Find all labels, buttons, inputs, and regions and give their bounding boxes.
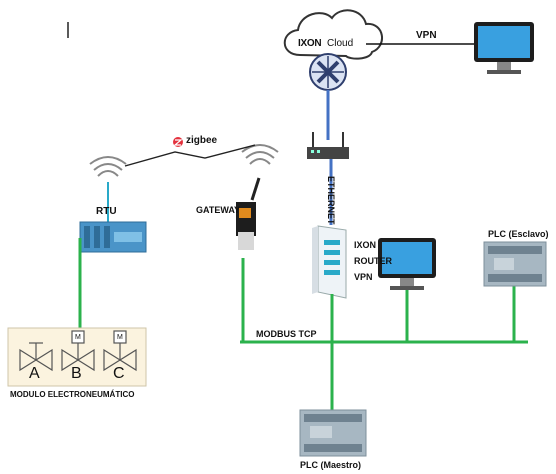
- cloud-sub: Cloud: [327, 38, 354, 49]
- router-label-1: IXON: [354, 240, 377, 250]
- module-title: MODULO ELECTRONEUMÁTICO: [10, 390, 135, 399]
- valve-b-letter: B: [71, 365, 82, 382]
- zigbee-logo-icon: [173, 137, 183, 147]
- rtu-device-icon: [79, 221, 147, 253]
- remote-monitor-icon: [474, 22, 534, 74]
- gateway-device-icon: [236, 177, 261, 250]
- valve-b-tag: M: [75, 334, 81, 341]
- valve-c-tag: M: [117, 334, 123, 341]
- plc-slave-label: PLC (Esclavo): [488, 229, 549, 239]
- gateway-label: GATEWAY: [196, 205, 241, 215]
- zigbee-link: [124, 144, 256, 167]
- valve-b-icon: [61, 330, 95, 372]
- gateway-wifi-icon: [241, 144, 279, 165]
- cloud-hub-icon: [309, 53, 347, 91]
- ixon-router-icon: [312, 225, 347, 299]
- valve-c-letter: C: [113, 365, 125, 382]
- ethernet-label: ETHERNET: [326, 176, 336, 225]
- wan-router-icon: [307, 132, 349, 159]
- plc-slave-icon: [483, 241, 547, 287]
- router-label-2: ROUTER: [354, 256, 392, 266]
- rtu-label: RTU: [96, 206, 117, 217]
- zigbee-label: zigbee: [186, 135, 218, 146]
- vpn-label: VPN: [416, 30, 437, 41]
- valve-a-letter: A: [29, 365, 40, 382]
- cloud-brand: IXON: [298, 38, 322, 49]
- valve-c-icon: [103, 330, 137, 372]
- local-monitor-icon: [378, 238, 436, 290]
- plc-master-icon: [299, 409, 367, 457]
- modbus-label: MODBUS TCP: [256, 329, 317, 339]
- plc-master-label: PLC (Maestro): [300, 460, 362, 470]
- router-label-3: VPN: [354, 272, 373, 282]
- valve-a-icon: [19, 342, 53, 372]
- ixon-cloud-icon: [283, 9, 383, 60]
- rtu-wifi-icon: [89, 156, 127, 177]
